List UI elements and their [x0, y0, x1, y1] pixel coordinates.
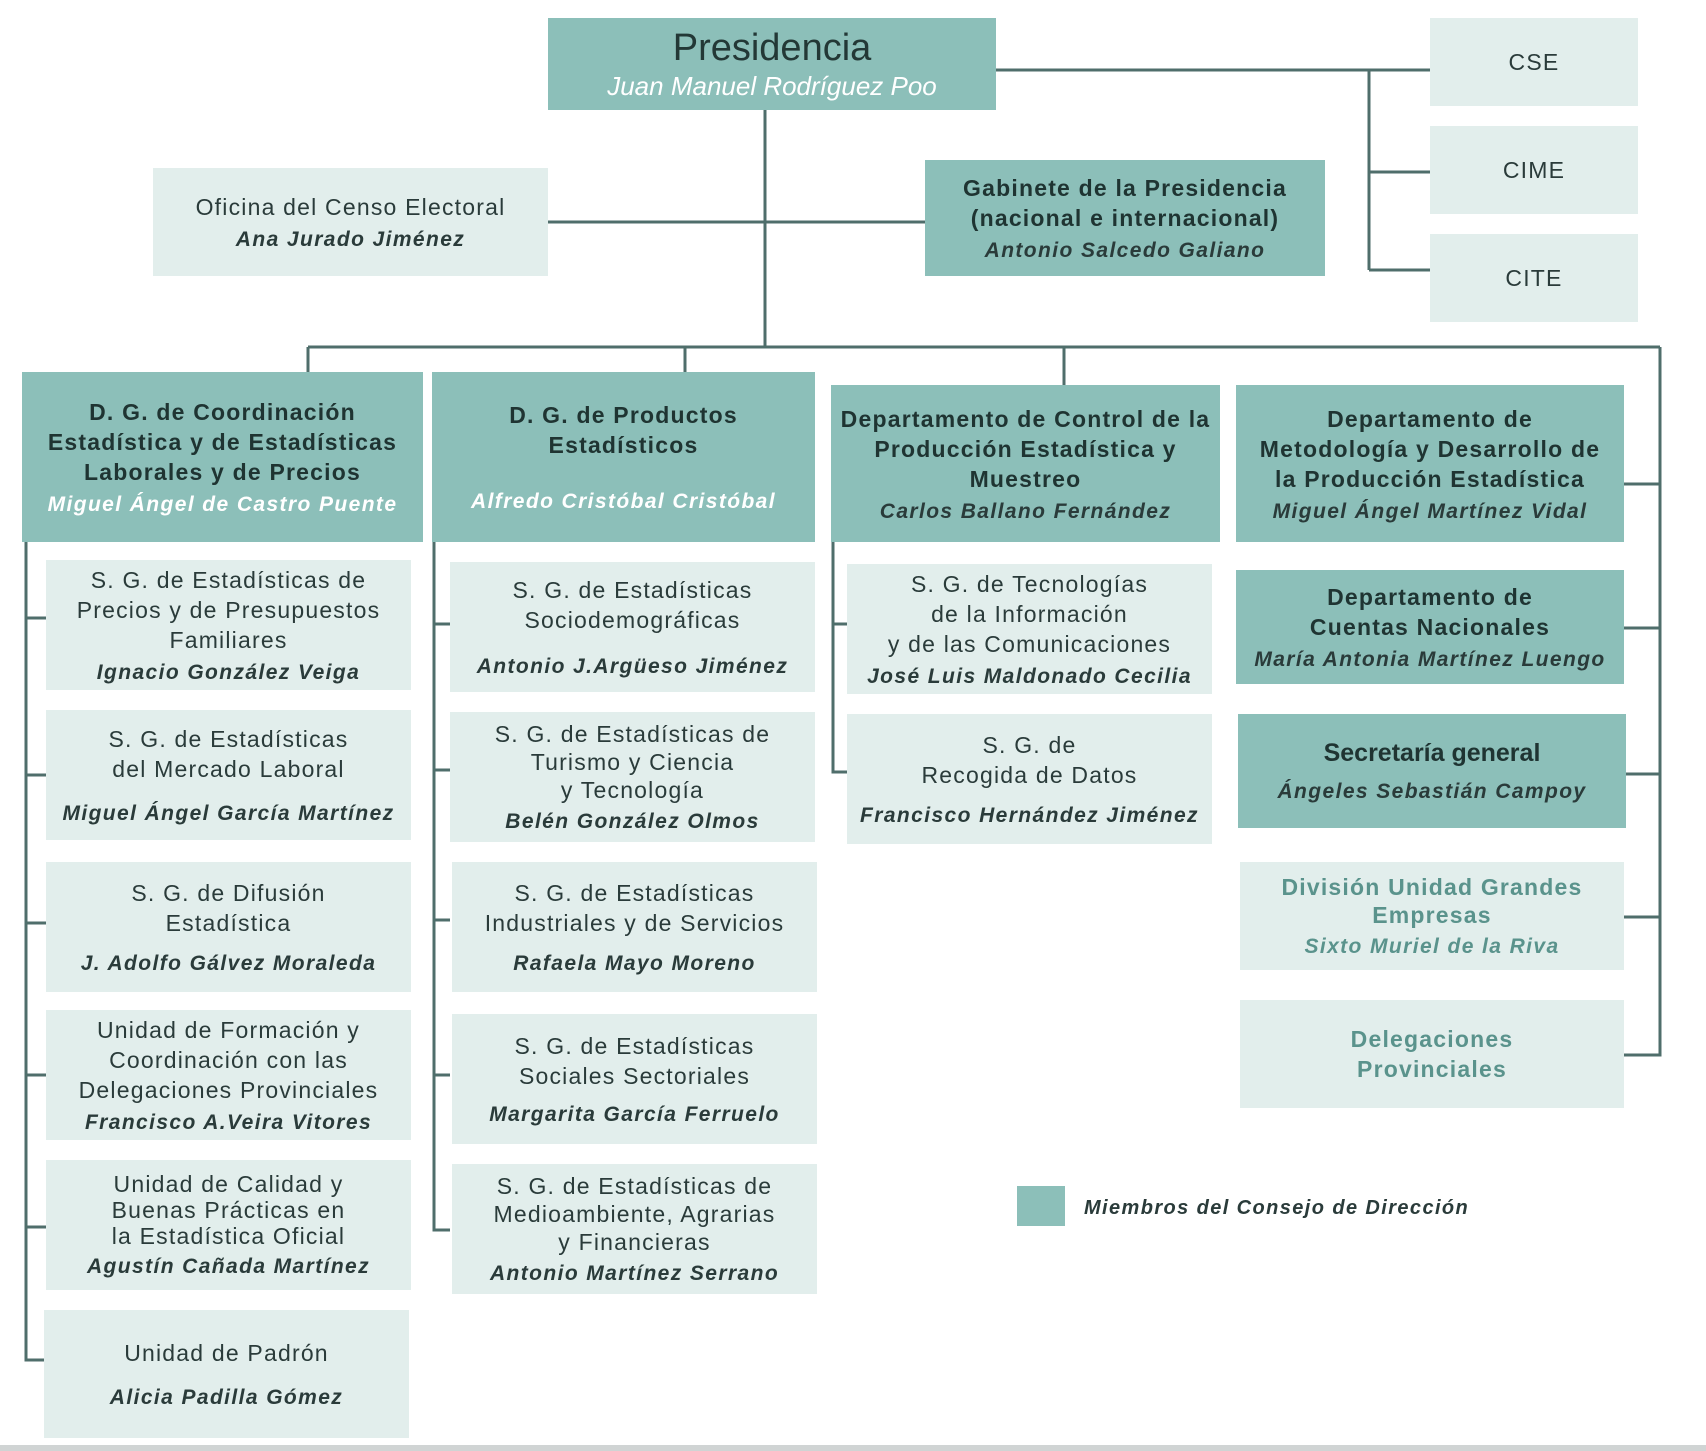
- col1-item-box: Unidad de Formación y Coordinación con l…: [46, 1010, 411, 1140]
- col4-secretaria-box: Secretaría general Ángeles Sebastián Cam…: [1238, 714, 1626, 828]
- col1-item-title: S. G. de Estadísticas del Mercado Labora…: [108, 726, 349, 782]
- cite-box: CITE: [1430, 234, 1638, 322]
- col4-delegaciones-box: Delegaciones Provinciales: [1240, 1000, 1624, 1108]
- col2-head-title: D. G. de Productos Estadísticos: [509, 402, 738, 458]
- col1-item-box: Unidad de Calidad y Buenas Prácticas en …: [46, 1160, 411, 1290]
- connector: [432, 542, 450, 1232]
- col1-head-box: D. G. de Coordinación Estadística y de E…: [22, 372, 423, 542]
- col3-item-box: S. G. de Tecnologías de la Información y…: [847, 564, 1212, 694]
- gabinete-box: Gabinete de la Presidencia (nacional e i…: [925, 160, 1325, 276]
- col4-grandes-empresas-box: División Unidad Grandes Empresas Sixto M…: [1240, 862, 1624, 970]
- gabinete-name: Antonio Salcedo Galiano: [984, 239, 1266, 262]
- presidencia-title: Presidencia: [672, 26, 872, 69]
- col1-item-name: Francisco A.Veira Vitores: [84, 1111, 373, 1134]
- cime-box: CIME: [1430, 126, 1638, 214]
- col2-item-name: Margarita García Ferruelo: [489, 1103, 780, 1126]
- col3-head-title: Departamento de Control de la Producción…: [840, 405, 1211, 492]
- connector: [24, 542, 46, 1362]
- col4-item-title: Secretaría general: [1323, 739, 1541, 767]
- col3-item-name: José Luis Maldonado Cecilia: [867, 665, 1192, 688]
- legend-label: Miembros del Consejo de Dirección: [1084, 1197, 1470, 1219]
- col3-item-title: S. G. de Recogida de Datos: [921, 732, 1138, 788]
- col4-item-title: Departamento de Cuentas Nacionales: [1309, 584, 1551, 640]
- oficina-censo-title: Oficina del Censo Electoral: [195, 194, 506, 220]
- col4-metodologia-box: Departamento de Metodología y Desarrollo…: [1236, 385, 1624, 542]
- col4-cuentas-box: Departamento de Cuentas Nacionales María…: [1236, 570, 1624, 684]
- cite-label: CITE: [1505, 265, 1563, 291]
- col1-item-title: Unidad de Calidad y Buenas Prácticas en …: [111, 1171, 346, 1249]
- col2-item-title: S. G. de Estadísticas de Medioambiente, …: [493, 1173, 776, 1255]
- col2-item-title: S. G. de Estadísticas Sociales Sectorial…: [514, 1033, 755, 1089]
- presidencia-box: Presidencia Juan Manuel Rodríguez Poo: [548, 18, 996, 110]
- col1-item-title: Unidad de Padrón: [124, 1340, 329, 1366]
- col2-item-box: S. G. de Estadísticas Sociodemográficas …: [450, 562, 815, 692]
- oficina-censo-box: Oficina del Censo Electoral Ana Jurado J…: [153, 168, 548, 276]
- connector: [831, 542, 847, 774]
- col2-head-box: D. G. de Productos Estadísticos Alfredo …: [432, 372, 815, 542]
- col1-item-name: J. Adolfo Gálvez Moraleda: [80, 952, 377, 975]
- col1-item-name: Ignacio González Veiga: [96, 661, 361, 684]
- presidencia-name: Juan Manuel Rodríguez Poo: [607, 70, 937, 101]
- col1-item-box: Unidad de Padrón Alicia Padilla Gómez: [44, 1310, 409, 1438]
- oficina-censo-name: Ana Jurado Jiménez: [235, 228, 466, 251]
- legend-swatch: [1017, 1186, 1065, 1226]
- col4-item-title: Delegaciones Provinciales: [1350, 1026, 1514, 1082]
- col2-item-title: S. G. de Estadísticas Industriales y de …: [484, 880, 785, 936]
- col3-item-box: S. G. de Recogida de Datos Francisco Her…: [847, 714, 1212, 844]
- col2-item-box: S. G. de Estadísticas Industriales y de …: [452, 862, 817, 992]
- col3-item-title: S. G. de Tecnologías de la Información y…: [887, 571, 1172, 657]
- col4-item-name: María Antonia Martínez Luengo: [1254, 648, 1606, 671]
- cse-label: CSE: [1508, 49, 1560, 75]
- cse-box: CSE: [1430, 18, 1638, 106]
- col4-item-name: Sixto Muriel de la Riva: [1304, 935, 1560, 958]
- col2-item-box: S. G. de Estadísticas Sociales Sectorial…: [452, 1014, 817, 1144]
- col1-item-name: Agustín Cañada Martínez: [86, 1255, 371, 1278]
- col2-item-box: S. G. de Estadísticas de Medioambiente, …: [452, 1164, 817, 1294]
- cime-label: CIME: [1502, 157, 1566, 183]
- col4-item-name: Miguel Ángel Martínez Vidal: [1272, 499, 1588, 523]
- col1-item-title: S. G. de Estadísticas de Precios y de Pr…: [76, 567, 381, 653]
- col3-head-name: Carlos Ballano Fernández: [879, 499, 1172, 523]
- col2-item-name: Antonio Martínez Serrano: [489, 1262, 780, 1285]
- col2-item-name: Belén González Olmos: [505, 810, 760, 833]
- col3-head-box: Departamento de Control de la Producción…: [831, 385, 1220, 542]
- col3-item-name: Francisco Hernández Jiménez: [860, 804, 1199, 827]
- col2-item-title: S. G. de Estadísticas de Turismo y Cienc…: [494, 721, 771, 803]
- col1-item-name: Alicia Padilla Gómez: [109, 1386, 344, 1409]
- col1-item-box: S. G. de Estadísticas del Mercado Labora…: [46, 710, 411, 840]
- col1-item-box: S. G. de Estadísticas de Precios y de Pr…: [46, 560, 411, 690]
- col2-item-name: Antonio J.Argüeso Jiménez: [476, 655, 789, 678]
- col4-item-title: Departamento de Metodología y Desarrollo…: [1259, 405, 1601, 492]
- col2-head-name: Alfredo Cristóbal Cristóbal: [471, 490, 776, 513]
- gabinete-title: Gabinete de la Presidencia (nacional e i…: [963, 175, 1287, 231]
- col2-item-box: S. G. de Estadísticas de Turismo y Cienc…: [450, 712, 815, 842]
- connector: [1622, 347, 1662, 1057]
- col2-item-title: S. G. de Estadísticas Sociodemográficas: [512, 577, 753, 633]
- col4-item-title: División Unidad Grandes Empresas: [1281, 874, 1583, 928]
- col1-item-title: Unidad de Formación y Coordinación con l…: [78, 1017, 379, 1103]
- col1-item-box: S. G. de Difusión Estadística J. Adolfo …: [46, 862, 411, 992]
- col1-item-name: Miguel Ángel García Martínez: [62, 802, 395, 825]
- col4-item-name: Ángeles Sebastián Campoy: [1277, 780, 1587, 803]
- bottom-divider: [0, 1445, 1706, 1451]
- col1-item-title: S. G. de Difusión Estadística: [131, 880, 326, 936]
- col1-head-name: Miguel Ángel de Castro Puente: [47, 493, 398, 516]
- col1-head-title: D. G. de Coordinación Estadística y de E…: [47, 399, 398, 485]
- col2-item-name: Rafaela Mayo Moreno: [513, 952, 756, 975]
